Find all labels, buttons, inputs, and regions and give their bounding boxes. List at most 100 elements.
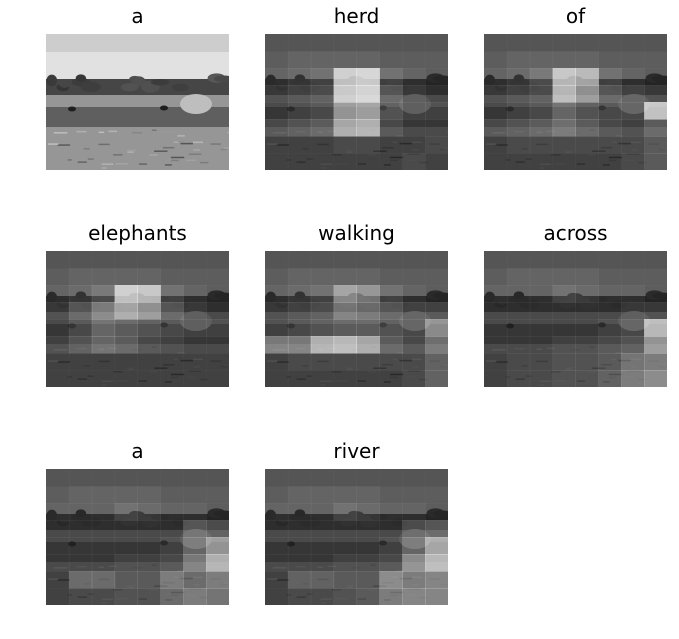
panel-title: of <box>565 4 586 28</box>
water-ripple <box>108 130 118 133</box>
attention-cell <box>425 319 448 337</box>
attention-cell <box>484 353 508 371</box>
attention-cell <box>68 520 93 538</box>
water-ripple <box>87 593 94 595</box>
water-ripple <box>178 141 185 143</box>
water-ripple <box>170 594 179 597</box>
water-ripple <box>200 161 209 164</box>
attention-cell <box>356 571 380 589</box>
attention-cell <box>206 503 229 521</box>
landscape-photo <box>265 251 448 387</box>
attention-cell <box>379 469 403 487</box>
water-ripple <box>439 583 447 586</box>
attention-cell <box>137 370 161 387</box>
attention-cell <box>333 102 358 120</box>
attention-cell <box>506 85 531 103</box>
water-ripple <box>351 567 362 569</box>
water-ripple <box>164 381 172 383</box>
water-ripple <box>442 147 448 149</box>
tree <box>294 291 306 299</box>
water-ripple <box>396 570 404 572</box>
attention-cell <box>137 268 161 286</box>
attention-cell <box>183 251 207 269</box>
attention-cell <box>552 251 577 269</box>
tree <box>294 74 306 82</box>
attention-cell <box>379 319 403 337</box>
attention-cell <box>265 34 289 52</box>
attention-cell <box>310 319 335 337</box>
water-ripple <box>381 363 394 366</box>
attention-cell <box>506 268 531 286</box>
attention-cell <box>265 537 289 555</box>
attention-cell <box>68 503 93 521</box>
attention-cell <box>484 302 508 320</box>
water-ripple <box>514 130 525 133</box>
tree <box>46 509 58 522</box>
attention-cell <box>644 85 667 103</box>
attention-cell <box>552 34 577 52</box>
attention-cell <box>46 588 70 605</box>
attention-cell <box>402 469 426 487</box>
attention-cell <box>402 251 426 269</box>
water-ripple <box>306 158 313 160</box>
landscape-photo <box>484 251 667 387</box>
attention-cell <box>598 336 622 354</box>
attention-cell <box>287 486 312 504</box>
tree <box>120 83 139 92</box>
water-ripple <box>177 570 185 572</box>
water-ripple <box>220 583 228 586</box>
water-ripple <box>370 564 376 566</box>
elephant <box>160 540 168 546</box>
elephant <box>506 106 514 112</box>
water-ripple <box>546 130 556 133</box>
water-ripple <box>392 141 398 144</box>
attention-cell <box>484 153 508 170</box>
water-ripple <box>83 365 90 367</box>
attention-cell <box>287 68 312 86</box>
landscape-photo <box>46 34 229 170</box>
attention-cell <box>529 302 554 320</box>
water-ripple <box>98 348 105 351</box>
water-ripple <box>373 585 387 587</box>
elephant <box>287 541 295 547</box>
attention-cell <box>575 319 599 337</box>
water-ripple <box>302 148 309 150</box>
panel-image <box>265 251 448 387</box>
attention-cell <box>183 319 207 337</box>
attention-cell <box>575 353 599 371</box>
elephant <box>68 541 76 547</box>
attention-cell <box>310 102 335 120</box>
attention-cell <box>310 469 335 487</box>
attention-cell <box>183 537 207 555</box>
attention-cell <box>621 285 645 303</box>
water-ripple <box>154 367 168 369</box>
bush <box>180 311 212 331</box>
water-ripple <box>626 370 640 372</box>
landscape-photo <box>265 34 448 170</box>
attention-cell <box>425 520 448 538</box>
tree <box>75 291 87 299</box>
attention-cell <box>621 336 645 354</box>
attention-cell <box>91 554 116 572</box>
tree <box>265 74 277 87</box>
tree <box>277 296 290 305</box>
attention-cell <box>114 353 139 371</box>
attention-cell <box>425 571 448 589</box>
attention-cell <box>529 153 554 170</box>
water-ripple <box>608 159 617 162</box>
attention-cell <box>402 571 426 589</box>
attention-cell <box>598 51 622 69</box>
water-ripple <box>565 151 572 153</box>
river-water <box>484 127 667 170</box>
attention-cell <box>206 370 229 387</box>
water-ripple <box>101 163 114 165</box>
water-ripple <box>161 566 175 568</box>
attention-cell <box>137 588 161 605</box>
water-ripple <box>192 576 204 579</box>
attention-cell <box>529 34 554 52</box>
attention-cell <box>621 370 645 387</box>
tree <box>609 83 627 92</box>
attention-cell <box>552 51 577 69</box>
attention-cell <box>402 537 426 555</box>
attention-cell <box>91 537 116 555</box>
